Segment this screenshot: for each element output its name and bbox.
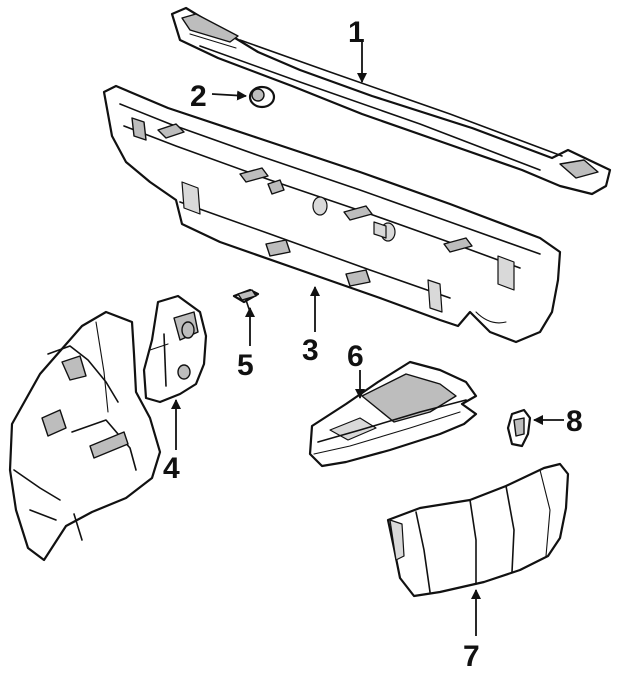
callout-3: 3 (302, 334, 319, 367)
callout-4: 4 (163, 452, 180, 485)
part-2-bumper-stop[interactable] (248, 85, 276, 109)
part-4-bracket[interactable] (142, 294, 208, 404)
callout-labels: 1 2 3 4 5 6 7 8 (163, 16, 583, 673)
callout-2: 2 (190, 80, 207, 113)
part-1-reinforcement-bar[interactable] (170, 6, 612, 196)
part-5-bolt[interactable] (232, 288, 260, 313)
callout-1: 1 (348, 16, 365, 49)
leader-2 (211, 90, 247, 101)
vehicle-body-outline (8, 310, 162, 562)
part-8-fastener[interactable] (506, 408, 532, 448)
callout-7: 7 (463, 640, 480, 673)
callout-5: 5 (237, 349, 254, 382)
part-3-bumper-cover[interactable] (102, 84, 562, 344)
callout-6: 6 (347, 340, 364, 373)
part-6-mounting-bracket[interactable] (308, 360, 478, 468)
part-7-end-cap[interactable] (386, 462, 570, 598)
callout-8: 8 (566, 405, 583, 438)
callout-leaders (171, 42, 564, 636)
